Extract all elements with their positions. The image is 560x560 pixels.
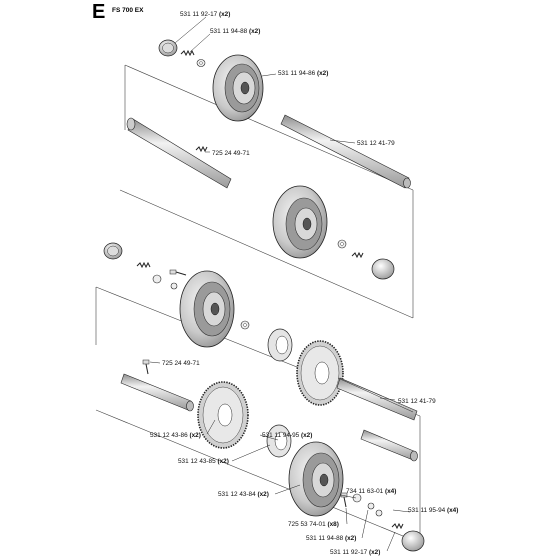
washer-icon [196, 59, 206, 67]
spring-icon [351, 251, 364, 259]
leader-lines [149, 16, 411, 552]
part-label: 531 12 41-79 [398, 398, 436, 405]
washer-icon [240, 320, 250, 330]
washer-icon [152, 274, 178, 290]
wheel-icon [288, 441, 344, 517]
bushing-icon [267, 328, 293, 362]
washer-icon [352, 493, 383, 517]
part-label: 531 11 94-86 (x2) [278, 70, 328, 77]
wheel-icon [179, 270, 235, 348]
wheel-icon [212, 54, 264, 122]
part-label: 531 12 41-79 [357, 140, 395, 147]
spring-icon [180, 49, 195, 57]
part-label: 734 11 63-01 (x4) [346, 488, 396, 495]
part-label: 531 12 43-84 (x2) [218, 491, 269, 498]
wheel-icon [272, 185, 328, 259]
part-label: 531 12 43-85 (x2) [178, 458, 229, 465]
part-label: 531 11 92-17 (x2) [330, 549, 380, 556]
washer-icon [337, 239, 347, 249]
bolt-icon [195, 145, 208, 153]
axle-shaft-icon [126, 114, 411, 189]
bolt-icon [142, 359, 150, 375]
upper-assembly-frame [119, 64, 414, 319]
model-name: FS 700 EX [112, 7, 144, 14]
part-label: 531 11 92-17 (x2) [180, 11, 230, 18]
hub-cap-icon [158, 39, 178, 57]
sprocket-icon [296, 340, 344, 406]
hub-cap-icon [371, 258, 395, 280]
bushing-icon [266, 424, 292, 458]
part-label: 725 24 49-71 [212, 150, 250, 157]
part-label: 531 11 95-94 (x4) [408, 507, 458, 514]
hub-cap-icon [401, 530, 425, 552]
part-label: 531 12 43-86 (x2) [150, 432, 201, 439]
sprocket-icon [197, 381, 249, 449]
spring-icon [391, 522, 404, 530]
spring-icon [136, 261, 151, 269]
part-label: 531 11 94-88 (x2) [306, 535, 356, 542]
axle-shaft-icon [120, 373, 418, 462]
part-label: 531 11 94-95 (x2) [262, 432, 312, 439]
part-label: 725 24 49-71 [162, 360, 200, 367]
section-letter: E [92, 1, 105, 23]
part-label: 725 53 74-01 (x8) [288, 521, 339, 528]
bolt-icon [169, 269, 187, 276]
hub-cap-icon [103, 242, 123, 260]
part-label: 531 11 94-88 (x2) [210, 28, 260, 35]
